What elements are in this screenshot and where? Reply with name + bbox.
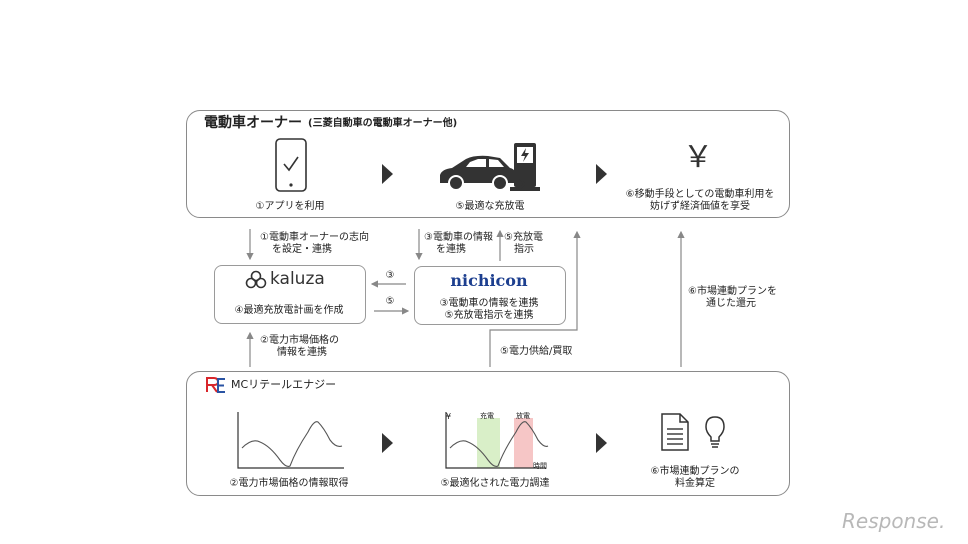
nichicon-desc-2: ⑤充放電指示を連携: [444, 310, 534, 321]
kaluza-logo-icon: [245, 270, 267, 289]
ev-info-label-1: ③電動車の情報: [424, 232, 493, 243]
owner-intent-label-2: を設定・連携: [272, 244, 332, 255]
chart-yen-label: ¥: [446, 412, 452, 421]
discharge-cmd-label-2: 指示: [514, 244, 534, 255]
discharge-band: [514, 418, 533, 468]
owner-panel-title: 電動車オーナー: [204, 115, 302, 131]
market-price-label-2: 情報を連携: [277, 347, 327, 358]
ev-info-label-2: を連携: [436, 244, 466, 255]
step-plan-label-2: 料金算定: [675, 478, 715, 489]
chevron-right-icon: [382, 164, 393, 184]
nichicon-desc-1: ③電動車の情報を連携: [439, 298, 539, 309]
ev-charger-icon: [440, 143, 540, 191]
owner-panel-subtitle: (三菱自動車の電動車オーナー他): [308, 118, 458, 129]
refund-label-2: 通じた還元: [706, 298, 756, 309]
step-value-label-2: 妨げず経済価値を享受: [650, 201, 750, 212]
step-value-label-1: ⑥移動手段としての電動車利用を: [625, 189, 775, 200]
charge-band: [477, 418, 500, 468]
chevron-right-icon: [596, 433, 607, 453]
smartphone-icon: [275, 138, 307, 192]
market-price-chart: [237, 412, 344, 469]
yen-icon: ￥: [683, 140, 713, 175]
document-icon: [661, 413, 689, 451]
step-charge-label: ⑤最適な充放電: [455, 201, 525, 212]
discharge-cmd-label-1: ⑤充放電: [504, 232, 543, 243]
market-price-label-1: ②電力市場価格の: [260, 335, 339, 346]
mc-retail-logo-icon: [206, 377, 225, 393]
retail-panel-title: MCリテールエナジー: [231, 378, 337, 391]
step-price-label: ②電力市場価格の情報取得: [229, 478, 349, 489]
procurement-chart: [445, 412, 549, 469]
chart-time-label: 時間: [533, 462, 547, 470]
chart-charge-label: 充電: [480, 412, 494, 420]
power-supply-label: ⑤電力供給/買取: [500, 346, 573, 357]
step-procure-label: ⑤最適化された電力調達: [440, 478, 550, 489]
step-plan-label-1: ⑥市場連動プランの: [650, 466, 740, 477]
chevron-right-icon: [382, 433, 393, 453]
arrow3-label: ③: [385, 270, 395, 281]
step-app-label: ①アプリを利用: [255, 201, 325, 212]
chevron-right-icon: [596, 164, 607, 184]
kaluza-desc: ④最適充放電計画を作成: [234, 305, 344, 316]
nichicon-logo-text: nichicon: [450, 271, 528, 290]
arrow5-label: ⑤: [385, 296, 395, 307]
nichicon-box: [414, 266, 566, 325]
owner-intent-label-1: ①電動車オーナーの志向: [260, 232, 369, 243]
lightbulb-icon: [705, 416, 725, 448]
kaluza-box: [214, 265, 366, 324]
chart-discharge-label: 放電: [516, 412, 530, 420]
response-watermark: Response.: [842, 509, 946, 533]
kaluza-logo-text: kaluza: [270, 269, 325, 289]
refund-label-1: ⑥市場連動プランを: [688, 286, 777, 297]
